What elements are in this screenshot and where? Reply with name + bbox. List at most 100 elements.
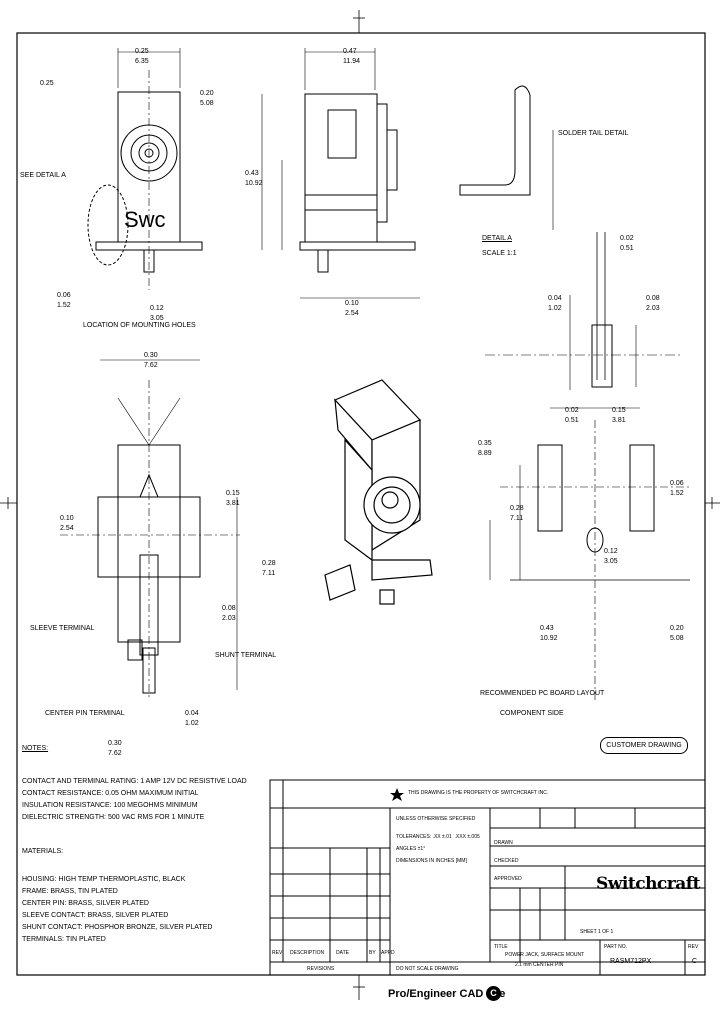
dim-pin2-mm: 3.05 [150,315,164,322]
switchcraft-logo: Switchcraft [596,874,700,894]
dim-tail-width: 0.02 [620,235,634,242]
tb-rev-label: REV [688,944,699,950]
tb-rev-h2: DATE [336,950,349,956]
center-pin-terminal-label: CENTER PIN TERMINAL [45,710,125,717]
tb-tolerances: TOLERANCES: .XX ±.01 .XXX ±.005 [396,834,480,840]
dim-top-width-mm: 6.35 [135,58,149,65]
tb-rev-h3: BY [369,950,376,956]
dim-pin-ext-mm: 1.02 [185,720,199,727]
tb-drawn: DRAWN [494,840,513,846]
dim-pcb-h: 0.20 [670,625,684,632]
customer-drawing-stamp: CUSTOMER DRAWING [600,737,688,754]
tb-title-value: POWER JACK, SURFACE MOUNT [505,952,585,958]
dim-pcb-c-mm: 8.89 [478,450,492,457]
dim-flange-mm: 2.54 [60,525,74,532]
dim-pin-base: 0.30 [108,740,122,747]
tb-dimensions: DIMENSIONS IN INCHES [MM] [396,858,467,864]
dim-pcb-f-mm: 3.05 [604,558,618,565]
dim-pin-base-mm: 7.62 [108,750,122,757]
dim-pcb-a: 0.02 [565,407,579,414]
detail-a-view [459,85,554,230]
dim-solder-mm: 1.02 [548,305,562,312]
materials-line-6: TERMINALS: TIN PLATED [22,936,106,943]
dim-side-width: 0.47 [343,48,357,55]
tb-sheet: SHEET 1 OF 1 [580,929,614,935]
dim-pin-ext: 0.04 [185,710,199,717]
dim-pcb-b: 0.15 [612,407,626,414]
side-view [261,48,420,299]
tb-title-label: TITLE [494,944,508,950]
materials-line-3: CENTER PIN: BRASS, SILVER PLATED [22,900,149,907]
dim-flange: 0.10 [60,515,74,522]
cad-file-badge: C [486,986,501,1001]
see-detail-a: SEE DETAIL A [20,172,66,179]
dim-length-mm: 7.11 [262,570,276,577]
dim-tail-mm: 2.54 [345,310,359,317]
materials-line-4: SLEEVE CONTACT: BRASS, SILVER PLATED [22,912,169,919]
shunt-terminal-label: SHUNT TERMINAL [215,652,277,659]
dim-pin2: 0.12 [150,305,164,312]
dim-pin: 0.06 [57,292,71,299]
tb-rev-h4: APPD [381,950,395,956]
dim-pin-mm: 1.52 [57,302,71,309]
dim-dia-mm: 5.08 [200,100,214,107]
dim-pcb-d: 0.06 [670,480,684,487]
materials-line-2: FRAME: BRASS, TIN PLATED [22,888,118,895]
dim-length: 0.28 [262,560,276,567]
dim-pcb-b-mm: 3.81 [612,417,626,424]
dim-pcb-g-mm: 10.92 [540,635,558,642]
solder-tail-label: SOLDER TAIL DETAIL [558,130,629,137]
pcb-layout-label: RECOMMENDED PC BOARD LAYOUT [480,690,605,697]
tb-rev-h1: DESCRIPTION [290,950,325,956]
dim-pcb-h-mm: 5.08 [670,635,684,642]
dim-dia: 0.20 [200,90,214,97]
front-view [87,48,203,290]
dim-mid: 0.08 [222,605,236,612]
sleeve-terminal-label: SLEEVE TERMINAL [30,625,95,632]
tb-checked: CHECKED [494,858,519,864]
pcb-layout [489,407,690,700]
tb-part-label: PART NO. [604,944,628,950]
dim-solder: 0.04 [548,295,562,302]
dim-side-width-mm: 11.94 [343,58,360,65]
dim-pcb-c: 0.35 [478,440,492,447]
tb-approved: APPROVED [494,876,522,882]
tb-warning: THIS DRAWING IS THE PROPERTY OF SWITCHCR… [408,790,549,796]
isometric-view [324,379,433,605]
mounting-holes-label: LOCATION OF MOUNTING HOLES [83,322,196,329]
dim-height: 0.43 [245,170,259,177]
tb-do-not-scale: DO NOT SCALE DRAWING [396,966,459,972]
tb-rev-h0: REV [272,950,283,956]
notes-line-1: CONTACT AND TERMINAL RATING: 1 AMP 12V D… [22,778,247,785]
dim-height-mm: 10.92 [245,180,263,187]
scale-label: SCALE 1:1 [482,250,517,257]
label-0-25: 0.25 [40,80,54,87]
materials-heading: MATERIALS: [22,848,64,855]
svg-text:Swc: Swc [124,207,166,232]
dim-overall: 0.30 [144,352,158,359]
dim-solder2: 0.08 [646,295,660,302]
dim-mid-mm: 2.03 [222,615,236,622]
dim-overall-mm: 7.62 [144,362,158,369]
notes-heading: NOTES: [22,745,49,752]
materials-line-1: HOUSING: HIGH TEMP THERMOPLASTIC, BLACK [22,876,186,883]
materials-line-5: SHUNT CONTACT: PHOSPHOR BRONZE, SILVER P… [22,924,213,931]
tb-unless: UNLESS OTHERWISE SPECIFIED [396,816,476,822]
tb-rev-value: C [692,958,698,965]
dim-pcb-d-mm: 1.52 [670,490,684,497]
dim-pcb-e-mm: 7.11 [510,515,524,522]
notes-line-3: INSULATION RESISTANCE: 100 MEGOHMS MINIM… [22,802,198,809]
dim-tail: 0.10 [345,300,359,307]
component-side-label: COMPONENT SIDE [500,710,564,717]
tb-revisions: REVISIONS [307,966,335,972]
dim-body-mm: 3.81 [226,500,240,507]
dim-pcb-f: 0.12 [604,548,618,555]
tb-part-no: RASM712PX [610,958,652,965]
cad-file-footer: Pro/Engineer CAD File [388,988,506,1000]
dim-tail-width-mm: 0.51 [620,245,634,252]
solder-tail-detail [485,232,680,390]
dim-solder2-mm: 2.03 [646,305,660,312]
detail-a-title: DETAIL A [482,235,512,242]
tb-title-value2: 2.1 mm CENTER PIN [515,962,564,968]
